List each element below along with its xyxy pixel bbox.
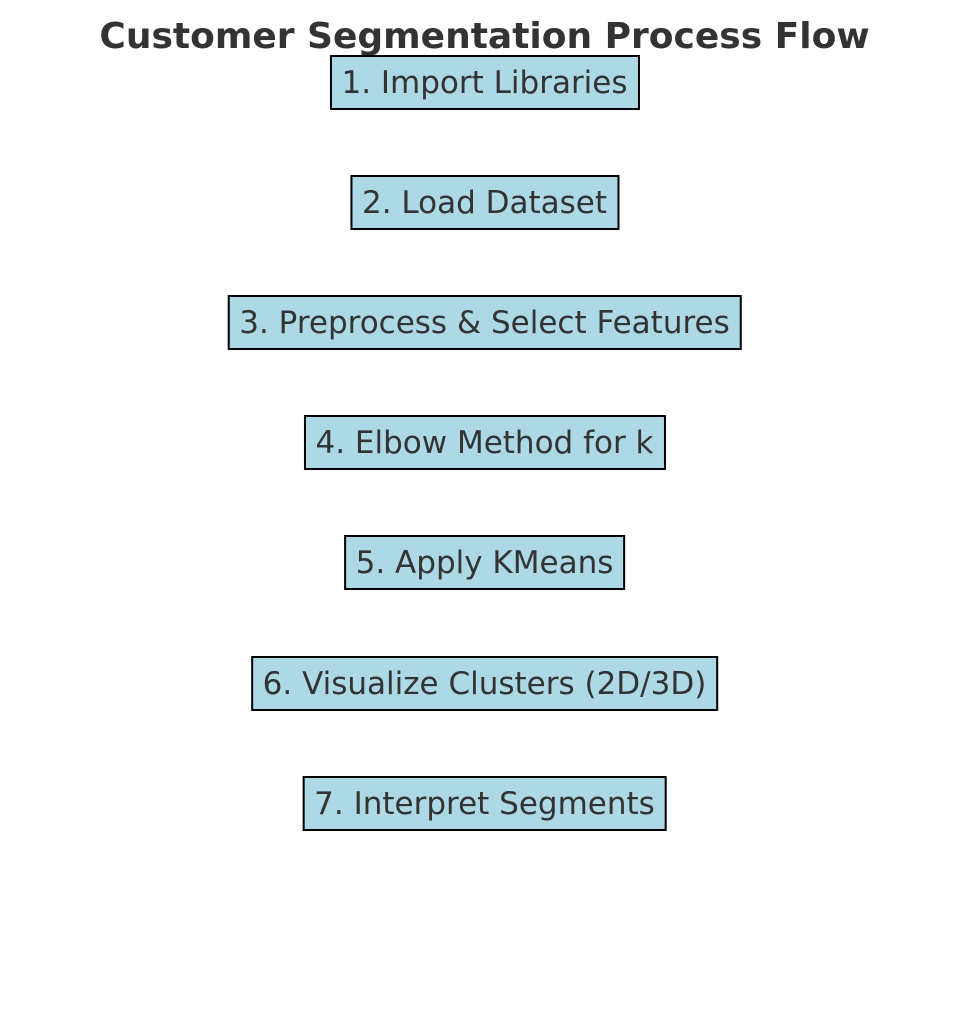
- step-label-6: 6. Visualize Clusters (2D/3D): [262, 665, 707, 702]
- diagram-title: Customer Segmentation Process Flow: [99, 16, 870, 57]
- step-label-4: 4. Elbow Method for k: [315, 424, 654, 461]
- step-box-2: 2. Load Dataset: [349, 175, 620, 230]
- step-label-1: 1. Import Libraries: [341, 64, 628, 101]
- step-box-1: 1. Import Libraries: [329, 55, 640, 110]
- step-box-6: 6. Visualize Clusters (2D/3D): [250, 656, 719, 711]
- step-label-5: 5. Apply KMeans: [355, 544, 614, 581]
- step-box-4: 4. Elbow Method for k: [303, 415, 666, 470]
- step-box-5: 5. Apply KMeans: [343, 535, 626, 590]
- step-box-7: 7. Interpret Segments: [302, 776, 667, 831]
- step-label-7: 7. Interpret Segments: [314, 785, 655, 822]
- step-label-3: 3. Preprocess & Select Features: [239, 304, 730, 341]
- step-label-2: 2. Load Dataset: [361, 184, 608, 221]
- step-box-3: 3. Preprocess & Select Features: [227, 295, 742, 350]
